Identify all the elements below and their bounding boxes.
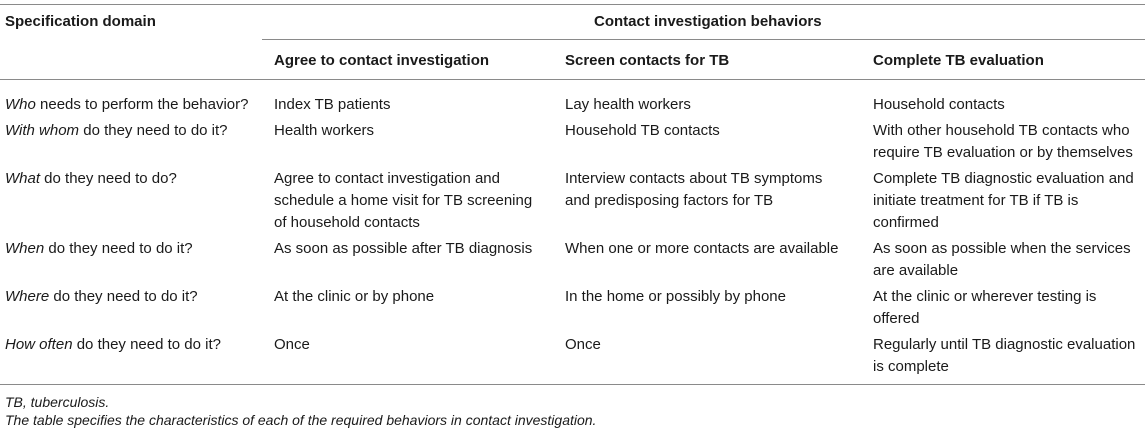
table-cell: In the home or possibly by phone xyxy=(565,288,786,305)
header-domain-label: Specification domain xyxy=(5,13,156,30)
footnote-abbreviation: TB, tuberculosis. xyxy=(5,394,110,410)
table-cell: Household contacts xyxy=(873,96,1005,113)
table-cell: is complete xyxy=(873,358,949,375)
table-cell: offered xyxy=(873,310,920,327)
table-cell: are available xyxy=(873,262,959,279)
table-cell: Once xyxy=(565,336,601,353)
table-cell: Regularly until TB diagnostic evaluation xyxy=(873,336,1136,353)
header-bottom-rule xyxy=(0,79,1145,80)
table-cell: When one or more contacts are available xyxy=(565,240,839,257)
header-col-screen: Screen contacts for TB xyxy=(565,52,730,69)
row-question-what: What do they need to do? xyxy=(5,170,177,187)
table-cell: schedule a home visit for TB screening xyxy=(274,192,533,209)
table-cell: As soon as possible when the services xyxy=(873,240,1131,257)
table-bottom-rule xyxy=(0,384,1145,385)
table-cell: initiate treatment for TB if TB is xyxy=(873,192,1079,209)
table-cell: Index TB patients xyxy=(274,96,391,113)
table-cell: Once xyxy=(274,336,310,353)
row-question-who: Who needs to perform the behavior? xyxy=(5,96,249,113)
row-question-with-whom: With whom do they need to do it? xyxy=(5,122,228,139)
table-cell: confirmed xyxy=(873,214,939,231)
header-group-rule xyxy=(262,39,1145,40)
table-cell: Agree to contact investigation and xyxy=(274,170,500,187)
header-group-label: Contact investigation behaviors xyxy=(594,13,822,30)
table-top-rule xyxy=(0,4,1145,5)
table-cell: Household TB contacts xyxy=(565,122,720,139)
table-cell: At the clinic or by phone xyxy=(274,288,435,305)
row-question-how-often: How often do they need to do it? xyxy=(5,336,221,353)
table-cell: Interview contacts about TB symptoms xyxy=(565,170,823,187)
header-col-agree: Agree to contact investigation xyxy=(274,52,490,69)
table-cell: Health workers xyxy=(274,122,375,139)
header-col-complete: Complete TB evaluation xyxy=(873,52,1044,69)
footnote-note: The table specifies the characteristics … xyxy=(5,412,597,428)
table-cell: Lay health workers xyxy=(565,96,691,113)
table-cell: With other household TB contacts who xyxy=(873,122,1130,139)
table-cell: of household contacts xyxy=(274,214,420,231)
row-question-when: When do they need to do it? xyxy=(5,240,193,257)
row-question-where: Where do they need to do it? xyxy=(5,288,198,305)
table-cell: Complete TB diagnostic evaluation and xyxy=(873,170,1134,187)
table-cell: and predisposing factors for TB xyxy=(565,192,774,209)
table-cell: require TB evaluation or by themselves xyxy=(873,144,1133,161)
table-cell: At the clinic or wherever testing is xyxy=(873,288,1097,305)
table-cell: As soon as possible after TB diagnosis xyxy=(274,240,533,257)
